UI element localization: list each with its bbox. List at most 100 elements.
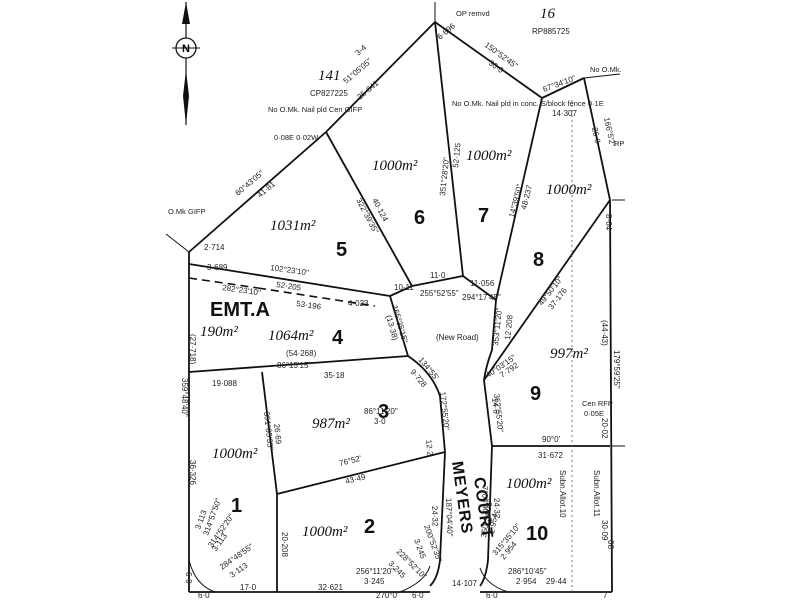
lot-area-10: 1000m² bbox=[506, 476, 552, 492]
cen-rfp-note: Cen RFP bbox=[582, 399, 613, 408]
new-road-label: (New Road) bbox=[436, 333, 479, 342]
north-arrow-icon: N bbox=[172, 2, 200, 125]
dim-label: 53·196 bbox=[296, 299, 322, 311]
dim-label: 32·621 bbox=[318, 583, 343, 592]
dim-label: 11·056 bbox=[470, 279, 495, 288]
dim-label: 172°55'20" bbox=[438, 391, 451, 431]
lot-area-2: 1000m² bbox=[302, 524, 348, 540]
dim-label: 35·18 bbox=[324, 371, 345, 380]
dim-label: 86°15'15" bbox=[277, 361, 311, 370]
dim-label: 24·32 bbox=[430, 506, 440, 527]
dim-label: 2·954 bbox=[487, 512, 500, 534]
dim-label: 286°10'45" bbox=[508, 567, 547, 576]
lot-area-6: 1000m² bbox=[372, 158, 418, 174]
dim-label: 359°48'40" bbox=[180, 378, 189, 417]
dim-label: (27·718) bbox=[188, 334, 197, 365]
dim-label: 35·641 bbox=[356, 78, 381, 101]
dim-label: 76°52' bbox=[338, 454, 362, 468]
dim-label: 2·954 bbox=[516, 577, 537, 586]
left-mark-note: O.Mk GIFP bbox=[168, 207, 206, 216]
dim-label: 10·11 bbox=[394, 283, 414, 292]
dim-label: 2·714 bbox=[204, 243, 225, 252]
lot-number-3: 3 bbox=[378, 401, 389, 423]
dim-label: 31·672 bbox=[538, 451, 563, 460]
lot-number-2: 2 bbox=[364, 516, 375, 538]
lot-number-10: 10 bbox=[526, 523, 548, 545]
peg-note: OP remvd bbox=[456, 9, 490, 18]
dim-label: 86°11'20" bbox=[364, 407, 398, 416]
dim-label: 52·205 bbox=[276, 280, 302, 292]
dim-label: 67°34'10" bbox=[542, 74, 577, 94]
lot-area-5: 1031m² bbox=[270, 218, 316, 234]
neighbour-lot-141: 141 bbox=[318, 68, 341, 84]
subn-allot-10: Subn.Allot.10 bbox=[558, 470, 567, 518]
top-right-mark-note: No O.Mk. Nail pld in conc. S/block fence… bbox=[452, 99, 604, 108]
dim-label: 19·088 bbox=[212, 379, 237, 388]
dim-label: 351°05'35" bbox=[262, 411, 275, 451]
dim-label: 14·6 bbox=[490, 397, 501, 414]
lot-area-9: 997m² bbox=[550, 346, 588, 362]
lot-number-9: 9 bbox=[530, 383, 541, 405]
lot-area-3: 987m² bbox=[312, 416, 350, 432]
dim-label: 36·326 bbox=[188, 460, 197, 485]
lot-number-1: 1 bbox=[231, 495, 242, 517]
dim-label: 90°0' bbox=[542, 435, 561, 444]
dim-label: 52·125 bbox=[451, 142, 463, 168]
dim-label: 3·245 bbox=[412, 538, 428, 561]
dim-label: 7 bbox=[603, 591, 608, 600]
right-mark-note: No O.Mk. bbox=[590, 65, 622, 74]
dim-label: 3·0 bbox=[374, 417, 386, 426]
dim-label: 3-4 bbox=[354, 43, 369, 58]
easement-area: 190m² bbox=[200, 324, 238, 340]
dim-label: 166°5'2" bbox=[602, 117, 617, 148]
lot-area-1: 1000m² bbox=[212, 446, 258, 462]
dim-label: 179°59'25" bbox=[612, 350, 621, 389]
dim-label: 41·81 bbox=[256, 179, 278, 199]
top-left-offset-note: 0·08E 0·02W bbox=[274, 133, 319, 142]
dim-label: 102°23'10" bbox=[270, 263, 310, 277]
dim-label: 353°11'20" bbox=[491, 307, 504, 346]
lot-area-8: 1000m² bbox=[546, 182, 592, 198]
dim-label: 282°23'10" bbox=[222, 283, 262, 297]
lot-number-6: 6 bbox=[414, 207, 425, 229]
dim-label: 352°55'20" bbox=[492, 393, 505, 433]
dim-label: 24·32 bbox=[492, 498, 502, 519]
dim-label: 187°04'40" bbox=[444, 498, 454, 537]
dim-label: 6·0 bbox=[486, 591, 498, 600]
dim-label: 20·208 bbox=[280, 532, 289, 557]
dim-label: 3·245 bbox=[364, 577, 385, 586]
dim-label: 29·44 bbox=[546, 577, 567, 586]
dim-label: 30·09 bbox=[600, 520, 609, 541]
dim-label: 08 bbox=[606, 540, 615, 549]
dim-label: 255°52'55" bbox=[420, 289, 459, 298]
dim-label: 20·02 bbox=[600, 418, 609, 439]
neighbour-lot-16: 16 bbox=[540, 6, 556, 22]
neighbour-plan-16: RP885725 bbox=[532, 27, 570, 36]
dim-label: 43·49 bbox=[344, 472, 367, 486]
dim-label: 12·2 bbox=[424, 439, 435, 456]
dim-label: 6·0 bbox=[412, 591, 424, 600]
neighbour-plan-141: CP827225 bbox=[310, 89, 348, 98]
dim-label: 6·0 bbox=[198, 591, 210, 600]
dim-label: 26·69 bbox=[272, 423, 283, 445]
dim-label: 4·023 bbox=[348, 299, 369, 308]
dim-label: 14·107 bbox=[452, 579, 477, 588]
top-left-mark-note: No O.Mk. Nail pld Cen GIFP bbox=[268, 105, 362, 114]
subn-allot-11: Subn.Allot.11 bbox=[592, 470, 601, 518]
dim-label: 17·0 bbox=[240, 583, 257, 592]
dim-label: 6·0 bbox=[184, 572, 193, 584]
dim-label: 7°04'40" bbox=[480, 486, 490, 516]
lot-number-4: 4 bbox=[332, 327, 344, 349]
dim-label: (54·268) bbox=[286, 349, 317, 358]
north-label: N bbox=[182, 43, 190, 55]
dim-label: 256°11'20" bbox=[356, 567, 394, 576]
dim-label: (44·43) bbox=[600, 320, 609, 346]
lot-number-7: 7 bbox=[478, 205, 489, 227]
cen-rfp-offset: 0·05E bbox=[584, 409, 604, 418]
dim-label: 51°05'05" bbox=[342, 57, 374, 86]
dim-label: 351°28'20" bbox=[438, 157, 451, 197]
dim-label: 12·208 bbox=[503, 314, 515, 340]
lot-number-8: 8 bbox=[533, 249, 544, 271]
dim-label: 11·0 bbox=[430, 271, 446, 280]
